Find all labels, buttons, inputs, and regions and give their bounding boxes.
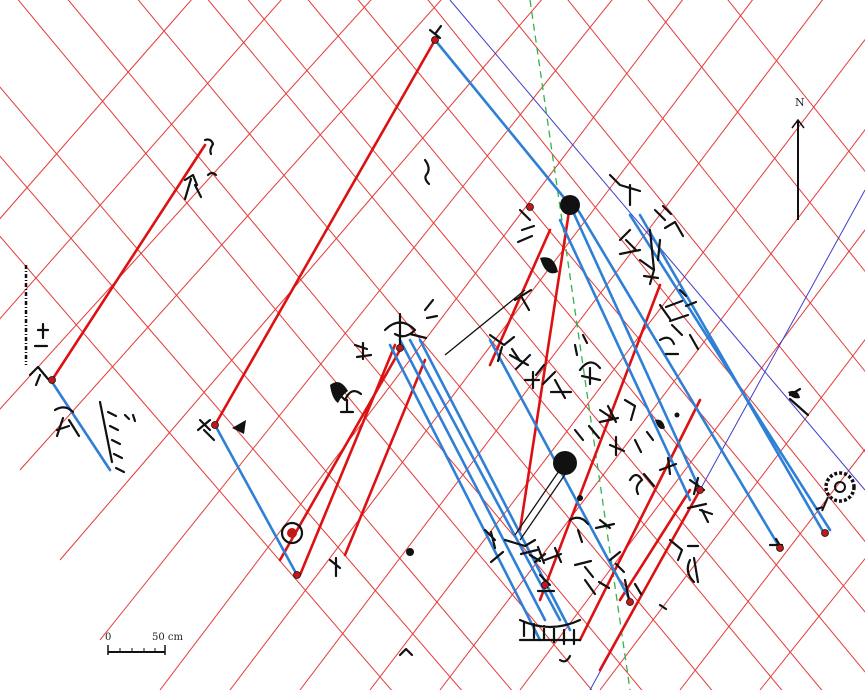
scale-start-label: 0 bbox=[105, 632, 111, 643]
north-arrow: N bbox=[791, 96, 805, 220]
ring-mark-right bbox=[824, 471, 856, 503]
line-nodes bbox=[48, 36, 829, 606]
cup-mark-large-middle bbox=[553, 451, 577, 475]
cup-mark-large-top bbox=[560, 195, 580, 215]
filled-engravings bbox=[232, 257, 800, 556]
red-measurement-lines bbox=[50, 38, 702, 672]
blue-measurement-lines bbox=[50, 38, 832, 642]
engraving-figures bbox=[28, 24, 810, 663]
scale-end-label: 50 cm bbox=[152, 632, 184, 643]
north-label: N bbox=[795, 96, 805, 109]
ring-mark-left-inner bbox=[287, 528, 297, 538]
ring-mark-left bbox=[280, 521, 304, 545]
scale-bar: 0 50 cm bbox=[105, 632, 184, 655]
ring-mark-right-core bbox=[834, 481, 846, 493]
ring-mark-right-tail bbox=[815, 496, 829, 512]
cup-marks bbox=[280, 195, 856, 545]
